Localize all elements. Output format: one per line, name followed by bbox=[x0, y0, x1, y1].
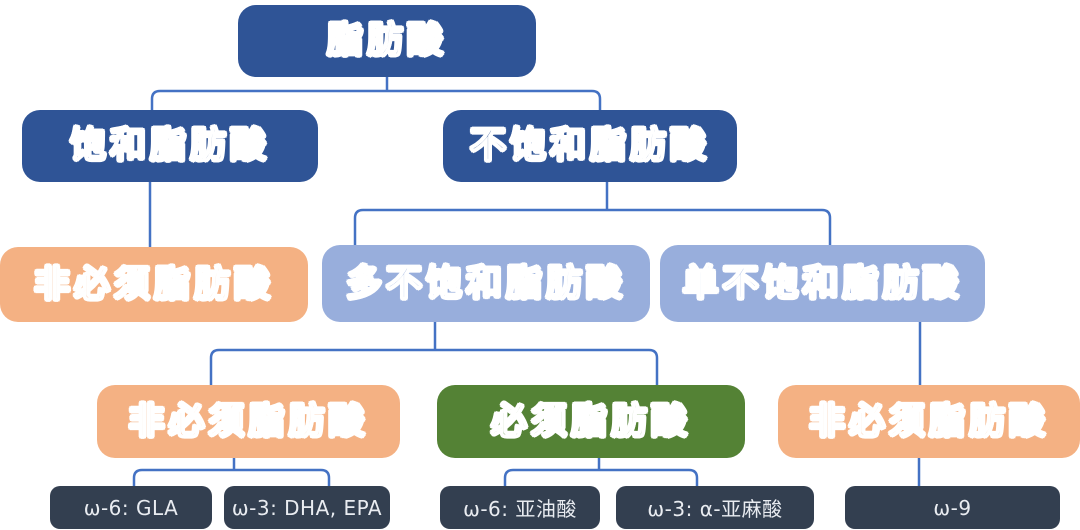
node-nonessential-fatty-acid-2: 非必须脂肪酸 bbox=[97, 385, 400, 458]
node-omega3-dha-epa: ω-3: DHA, EPA bbox=[224, 486, 390, 529]
node-unsaturated-label: 不饱和脂肪酸 bbox=[469, 125, 710, 166]
node-polyunsaturated-label: 多不饱和脂肪酸 bbox=[345, 262, 626, 304]
node-omega6-linoleic-label: ω-6: 亚油酸 bbox=[463, 497, 577, 521]
connector-essential-to-leaves bbox=[503, 458, 699, 486]
node-nonessential-2-label: 非必须脂肪酸 bbox=[128, 400, 369, 442]
node-fatty-acid-label: 脂肪酸 bbox=[326, 20, 447, 61]
node-polyunsaturated-fatty-acid: 多不饱和脂肪酸 bbox=[322, 245, 650, 322]
node-omega3-alpha-linolenic-acid: ω-3: α-亚麻酸 bbox=[616, 486, 814, 529]
node-omega9: ω-9 bbox=[845, 486, 1060, 529]
node-omega6-gla: ω-6: GLA bbox=[50, 486, 212, 529]
node-omega6-linoleic-acid: ω-6: 亚油酸 bbox=[440, 486, 600, 529]
node-saturated-label: 饱和脂肪酸 bbox=[69, 125, 270, 166]
node-omega6-gla-label: ω-6: GLA bbox=[83, 495, 179, 520]
connector-nonessential2-to-leaves bbox=[132, 458, 331, 486]
node-nonessential-1-label: 非必须脂肪酸 bbox=[33, 263, 274, 305]
node-monounsaturated-fatty-acid: 单不饱和脂肪酸 bbox=[660, 245, 985, 322]
connector-poly-to-level4 bbox=[209, 322, 659, 385]
connector-unsaturated-to-poly-mono bbox=[353, 182, 832, 245]
node-unsaturated-fatty-acid: 不饱和脂肪酸 bbox=[443, 110, 737, 182]
node-fatty-acid: 脂肪酸 bbox=[238, 5, 536, 77]
node-nonessential-3-label: 非必须脂肪酸 bbox=[808, 400, 1049, 442]
node-nonessential-fatty-acid-1: 非必须脂肪酸 bbox=[0, 247, 308, 322]
node-omega3-ala-label: ω-3: α-亚麻酸 bbox=[647, 497, 783, 521]
node-saturated-fatty-acid: 饱和脂肪酸 bbox=[22, 110, 318, 182]
node-monounsaturated-label: 单不饱和脂肪酸 bbox=[682, 262, 963, 304]
node-omega9-label: ω-9 bbox=[933, 495, 972, 520]
node-nonessential-fatty-acid-3: 非必须脂肪酸 bbox=[778, 385, 1080, 458]
node-essential-fatty-acid: 必须脂肪酸 bbox=[437, 385, 745, 458]
connector-root-to-level2 bbox=[150, 77, 602, 110]
node-essential-label: 必须脂肪酸 bbox=[490, 400, 691, 442]
node-omega3-dha-epa-label: ω-3: DHA, EPA bbox=[231, 495, 383, 520]
